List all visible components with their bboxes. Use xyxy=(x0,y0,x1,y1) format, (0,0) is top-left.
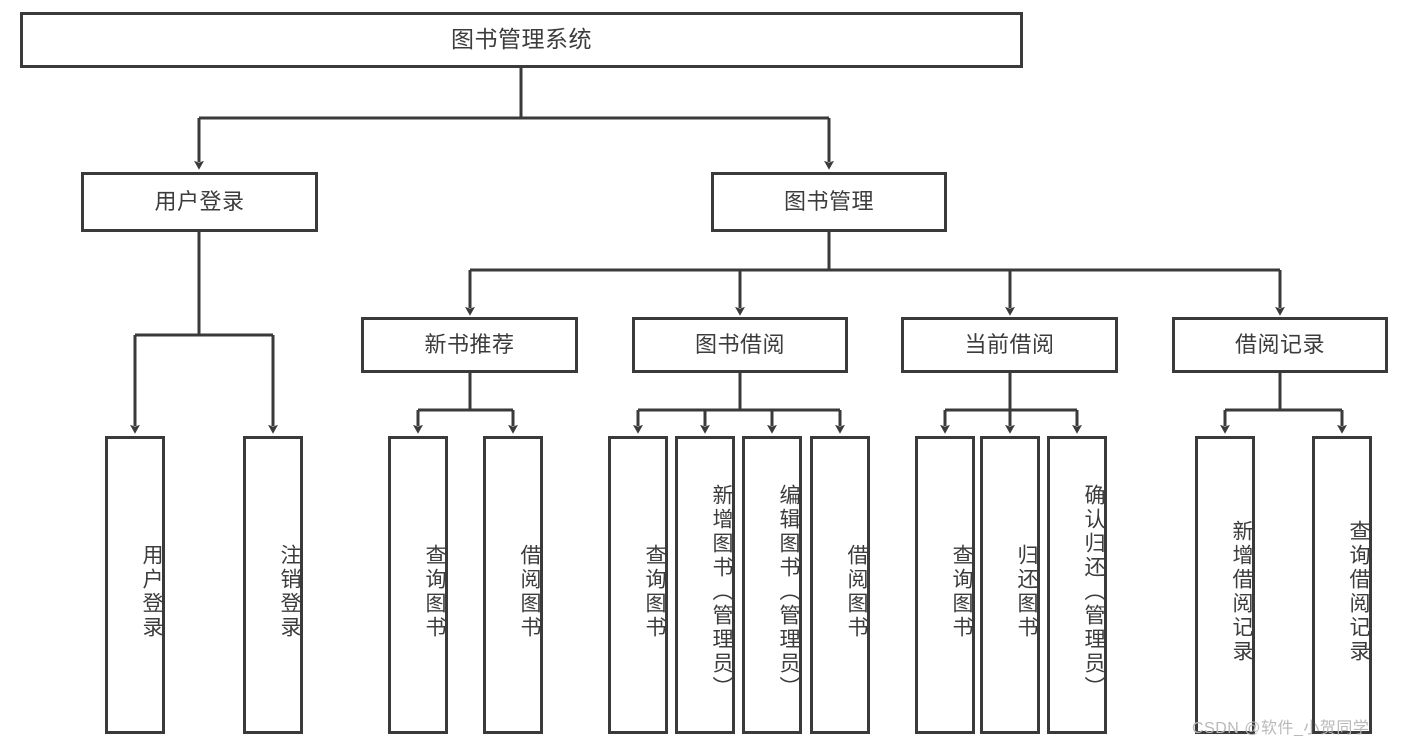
node-label: 新增图书（管理员） xyxy=(710,484,733,700)
leaf-query-book-recommend[interactable]: 查询图书 xyxy=(388,436,448,734)
node-label: 图书管理系统 xyxy=(451,26,592,53)
node-label: 新书推荐 xyxy=(424,331,515,357)
leaf-borrow-book-recommend[interactable]: 借阅图书 xyxy=(483,436,543,734)
node-label: 当前借阅 xyxy=(964,331,1055,357)
leaf-query-borrow-record[interactable]: 查询借阅记录 xyxy=(1312,436,1372,734)
leaf-borrow-book[interactable]: 借阅图书 xyxy=(810,436,870,734)
node-label: 查询图书 xyxy=(423,544,446,640)
node-label: 注销登录 xyxy=(278,544,301,640)
leaf-confirm-return-admin[interactable]: 确认归还（管理员） xyxy=(1047,436,1107,734)
leaf-query-book-current[interactable]: 查询图书 xyxy=(915,436,975,734)
leaf-add-book-admin[interactable]: 新增图书（管理员） xyxy=(675,436,735,734)
node-label: 新增借阅记录 xyxy=(1230,520,1253,664)
node-current-borrow[interactable]: 当前借阅 xyxy=(901,317,1118,373)
node-book-management[interactable]: 图书管理 xyxy=(711,172,947,232)
node-root-system[interactable]: 图书管理系统 xyxy=(20,12,1023,68)
leaf-user-login[interactable]: 用户登录 xyxy=(105,436,165,734)
node-new-book-recommend[interactable]: 新书推荐 xyxy=(361,317,578,373)
leaf-logout[interactable]: 注销登录 xyxy=(243,436,303,734)
leaf-edit-book-admin[interactable]: 编辑图书（管理员） xyxy=(742,436,802,734)
node-label: 借阅图书 xyxy=(518,544,541,640)
node-label: 借阅图书 xyxy=(845,544,868,640)
leaf-return-book[interactable]: 归还图书 xyxy=(980,436,1040,734)
node-label: 查询图书 xyxy=(950,544,973,640)
node-label: 借阅记录 xyxy=(1234,331,1325,357)
node-label: 图书管理 xyxy=(783,188,874,214)
node-label: 用户登录 xyxy=(154,188,245,214)
node-book-borrow[interactable]: 图书借阅 xyxy=(632,317,848,373)
node-borrow-record[interactable]: 借阅记录 xyxy=(1172,317,1388,373)
leaf-add-borrow-record[interactable]: 新增借阅记录 xyxy=(1195,436,1255,734)
node-label: 编辑图书（管理员） xyxy=(777,484,800,700)
watermark: CSDN @软件_小贺同学 xyxy=(1192,720,1370,737)
node-user-login[interactable]: 用户登录 xyxy=(81,172,318,232)
leaf-query-book-borrow[interactable]: 查询图书 xyxy=(608,436,668,734)
node-label: 图书借阅 xyxy=(694,331,785,357)
node-label: 查询图书 xyxy=(643,544,666,640)
node-label: 确认归还（管理员） xyxy=(1082,484,1105,700)
node-label: 用户登录 xyxy=(140,544,163,640)
node-label: 查询借阅记录 xyxy=(1347,520,1370,664)
node-label: 归还图书 xyxy=(1015,544,1038,640)
